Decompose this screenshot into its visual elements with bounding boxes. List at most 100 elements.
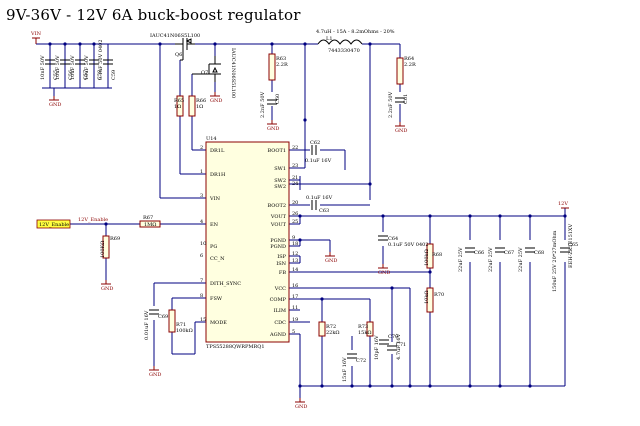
gnd-label: GND — [267, 126, 279, 132]
ic-pin-num: 10 — [200, 241, 206, 247]
resistor-r69 — [102, 235, 110, 259]
ic-pin-name: VCC — [274, 286, 286, 292]
c69-ref: C69 — [158, 314, 168, 320]
resistor-r64 — [396, 57, 404, 85]
r68-value: 100kΩ — [424, 249, 430, 266]
ic-pin-name: SW2 — [274, 184, 286, 190]
input-cap-value: 10nF 50V — [40, 55, 46, 80]
ic-pin-name: SW2 — [274, 178, 286, 184]
ic-pin-name: DR1H — [210, 172, 226, 178]
resistor-r73 — [366, 321, 374, 337]
c60-ref: C60 — [275, 94, 281, 104]
ic-pin-name: FB — [279, 270, 286, 276]
mosfet-q6 — [175, 38, 195, 61]
ic-pin-num: 18 — [292, 241, 298, 247]
input-cap-ref: C58 — [97, 70, 103, 80]
r68-ref: R68 — [432, 252, 442, 258]
ic-pin-name: CC_N — [210, 256, 225, 262]
c65-part: EEH-ZK1E151XV — [568, 224, 574, 268]
c62-value: 0.1uF 16V — [305, 158, 332, 164]
input-cap-value: 10uF 50V — [84, 55, 90, 80]
mosfet-q7 — [192, 56, 221, 82]
ic-pin-name: BOOT1 — [268, 148, 286, 154]
ic-pin-num: 7 — [200, 278, 203, 284]
input-cap-value: 10uF 50V — [70, 55, 76, 80]
q6-ref: Q6 — [175, 52, 182, 58]
junctions — [48, 42, 567, 388]
schematic-title: 9V-36V - 12V 6A buck-boost regulator — [6, 6, 301, 24]
c66-value: 22uF 25V — [458, 247, 464, 272]
r65-value: 1Ω — [174, 104, 181, 110]
ic-pin-name: DITH_SYNC — [210, 281, 241, 287]
c63-value: 0.1uF 16V — [306, 195, 333, 201]
ic-pin-name: PGND — [270, 238, 286, 244]
inductor-value: 4.7uH - 15A - 8.2mOhms - 20% — [316, 29, 395, 35]
ic-pin-name: SW1 — [274, 166, 286, 172]
ic-pin-name: DR1L — [210, 148, 225, 154]
ic-pin-num: 11 — [292, 305, 298, 311]
ic-pin-name: VOUT — [270, 222, 287, 228]
c68-value: 22uF 25V — [518, 247, 524, 272]
input-cap-value: 10uF 50V — [55, 55, 61, 80]
c67-ref: C67 — [504, 250, 514, 256]
r65-ref: R65 — [174, 98, 184, 104]
r66-value: 1Ω — [196, 104, 203, 110]
q7-ref: Q7 — [201, 70, 208, 76]
wires — [35, 40, 566, 398]
ic-pin-num: 14 — [292, 267, 298, 273]
ic-pin-name: EN — [210, 222, 219, 228]
inductor-ref: L1 — [326, 36, 333, 42]
input-cap-ref: C55 — [53, 70, 59, 80]
resistor-r72 — [318, 321, 326, 337]
net-enable-box-label: 12V_Enable — [39, 222, 69, 228]
ic-pin-name: MODE — [210, 320, 227, 326]
resistor-r67 — [139, 220, 161, 228]
c65-ref: C65 — [568, 242, 578, 248]
ic-pin-num: 2 — [200, 145, 203, 151]
ic-pin-name: VOUT — [270, 214, 287, 220]
ic-pin-num: 12 — [292, 251, 298, 257]
r71-value: 100kΩ — [176, 328, 193, 334]
resistor-r66 — [188, 95, 196, 117]
r63-ref: R63 — [276, 56, 286, 62]
ic-pin-name: CDC — [274, 320, 286, 326]
ic-pin-name: ISP — [277, 254, 286, 260]
gnd-label: GND — [210, 98, 222, 104]
r67-value: 1MΩ — [144, 222, 156, 228]
ic-pin-num: 5 — [292, 329, 295, 335]
input-cap-ref: C57 — [83, 70, 89, 80]
resistor-r70 — [426, 287, 434, 313]
gnd-label: GND — [101, 286, 113, 292]
passive-components — [102, 53, 570, 359]
resistor-r68 — [426, 243, 434, 269]
c68-ref: C68 — [534, 250, 544, 256]
ic-u14 — [205, 141, 290, 343]
ic-pin-num: 13 — [292, 258, 298, 264]
ic-pin-num: 6 — [200, 253, 203, 259]
inductor-l1 — [317, 39, 363, 45]
ic-pin-num: 8 — [200, 293, 203, 299]
ic-pin-name: ILIM — [274, 308, 286, 314]
gnd-label: GND — [149, 372, 161, 378]
inductor-part: 7443330470 — [328, 48, 360, 54]
net-enable-wire-label: 12V_Enable — [78, 217, 108, 223]
gnd-label: GND — [325, 258, 337, 264]
ic-pin-num: 16 — [292, 283, 298, 289]
c64-value: 0.1uF 50V 0402 — [388, 242, 429, 248]
ic-pin-name: AGND — [269, 332, 286, 338]
ic-pin-num: 17 — [292, 294, 298, 300]
ic-pin-num: 19 — [292, 317, 298, 323]
ic-pin-name: ISN — [276, 261, 286, 267]
r66-ref: R66 — [196, 98, 206, 104]
resistor-r71 — [168, 309, 176, 333]
ic-part: TPS55288QWRPMRQ1 — [206, 344, 265, 350]
ic-pin-name: VIN — [209, 196, 221, 202]
r64-value: 2.2R — [404, 62, 416, 68]
ic-pin-num: 26 — [292, 211, 298, 217]
input-cap-ref: C59 — [111, 70, 117, 80]
